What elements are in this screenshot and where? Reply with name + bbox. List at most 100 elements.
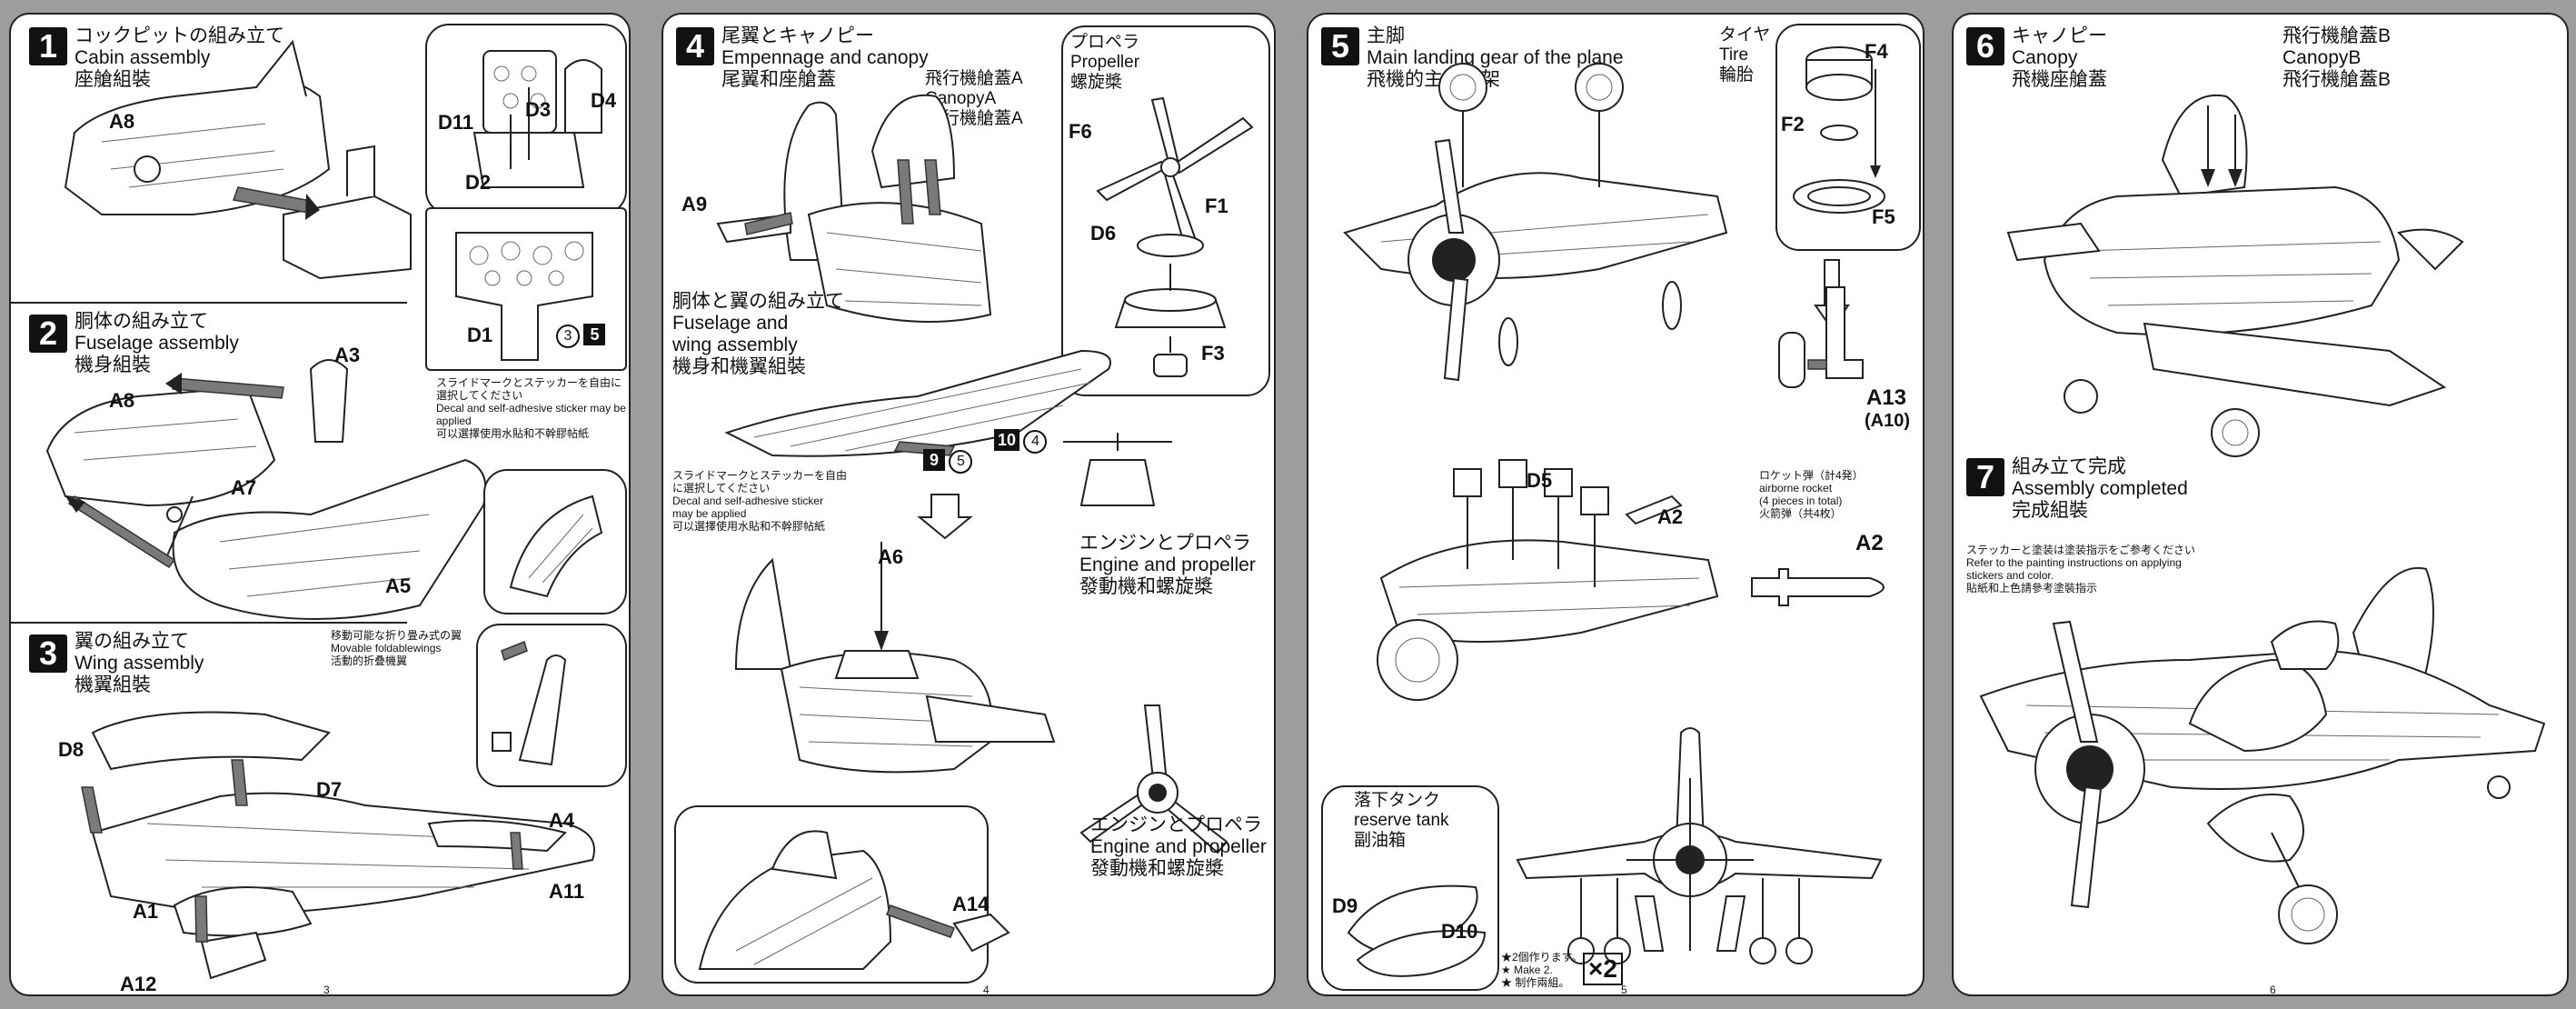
movable-wing-note: 移動可能な折り畳み式の翼 Movable foldablewings 活動的折叠…: [331, 629, 462, 667]
step-7-title-cn: 完成組裝: [2012, 500, 2088, 521]
part-label-f2: F2: [1781, 113, 1805, 135]
step-1-title: コックピットの組み立て Cabin assembly 座艙組裝: [75, 25, 284, 91]
part-label-a10: (A10): [1865, 411, 1911, 431]
part-label-d8: D8: [58, 738, 85, 761]
decal-note-2-cn: 可以選擇使用水貼和不幹膠帖紙: [672, 520, 826, 533]
part-label-a9: A9: [681, 193, 708, 215]
step-number-4: 4: [676, 27, 714, 65]
step-3-title-en: Wing assembly: [75, 653, 204, 674]
step-2-title: 胴体の組み立て Fuselage assembly 機身組裝: [75, 311, 239, 376]
down-arrow-icon: [917, 494, 973, 540]
dashboard-drawing: [455, 232, 593, 361]
make-note-en: ★ Make 2.: [1501, 964, 1553, 976]
a14-detail-drawing: [698, 830, 1010, 970]
front-view-plane-drawing: [1516, 727, 1883, 964]
sticker-note: ステッカーと塗装は塗装指示をご参考ください Refer to the paint…: [1966, 544, 2195, 594]
rocket-drawing: [1751, 568, 1885, 606]
fuselage-wing-en2: wing assembly: [672, 335, 798, 355]
rocket-note: ロケット弾（計4発） airborne rocket (4 pieces in …: [1759, 469, 1864, 520]
step-6-title: キャノピー Canopy 飛機座艙蓋: [2012, 25, 2107, 91]
movable-note-jp: 移動可能な折り畳み式の翼: [331, 629, 462, 642]
part-label-d3: D3: [525, 98, 552, 121]
part-label-f4: F4: [1865, 40, 1888, 63]
page-number-3: 3: [323, 984, 330, 996]
engine-label-2-cn: 發動機和螺旋槳: [1090, 858, 1224, 879]
sticker-note-cn: 貼紙和上色請參考塗裝指示: [1966, 582, 2098, 594]
step-5-title-en: Main landing gear of the plane: [1367, 47, 1624, 68]
engine-label-2: エンジンとプロペラ Engine and propeller 發動機和螺旋槳: [1090, 814, 1267, 880]
ref-box-10: 10: [994, 429, 1019, 451]
part-label-d2: D2: [465, 171, 492, 194]
decal-note: スライドマークとステッカーを自由に選択してください Decal and self…: [436, 376, 627, 440]
step-7-title-en: Assembly completed: [2012, 478, 2188, 499]
step-4-title-jp: 尾翼とキャノピー: [721, 25, 874, 46]
landing-gear-drawing: [1343, 63, 1728, 382]
wing-assembly-drawing: [81, 711, 595, 980]
page-number-4: 4: [983, 984, 990, 996]
ref-circle-5: 5: [949, 450, 973, 474]
part-label-a6: A6: [878, 545, 904, 568]
part-label-a2: A2: [1657, 505, 1684, 528]
part-label-a2b: A2: [1855, 531, 1884, 555]
step-2-title-jp: 胴体の組み立て: [75, 311, 208, 332]
step-3-title-jp: 翼の組み立て: [75, 631, 189, 652]
ref-circle-3: 3: [556, 325, 580, 348]
movable-note-en: Movable foldablewings: [331, 642, 442, 654]
part-label-a13: A13: [1866, 385, 1907, 410]
part-label-a1: A1: [133, 900, 159, 923]
sticker-note-jp: ステッカーと塗装は塗装指示をご参考ください: [1966, 544, 2196, 556]
completed-plane-drawing: [1979, 566, 2546, 944]
separator-2: [11, 622, 407, 624]
sticker-note-en1: Refer to the painting instructions on ap…: [1966, 556, 2182, 569]
propeller-en: Propeller: [1070, 53, 1140, 72]
propeller-label: プロペラ Propeller 螺旋槳: [1070, 33, 1139, 93]
decal-note-2-jp1: スライドマークとステッカーを自由: [672, 469, 848, 482]
callout-propeller: [1061, 25, 1270, 396]
rocket-note-en2: (4 pieces in total): [1759, 495, 1843, 507]
canopy-b-en: CanopyB: [2283, 47, 2362, 68]
decal-note-2-en2: may be applied: [672, 507, 747, 520]
page-number-6: 6: [2270, 984, 2276, 996]
instruction-panel-4: 6 キャノピー Canopy 飛機座艙蓋 飛行機艙蓋B CanopyB 飛行機艙…: [1952, 13, 2569, 996]
step-2-title-en: Fuselage assembly: [75, 333, 239, 354]
canopy-b-cn: 飛行機艙蓋B: [2283, 69, 2392, 90]
times-two-badge: ×2: [1583, 953, 1623, 985]
decal-refs: 3 5: [556, 324, 606, 348]
decal-note-jp: スライドマークとステッカーを自由に選択してください: [436, 376, 622, 402]
instruction-panel-2: 4 尾翼とキャノピー Empennage and canopy 尾翼和座艙蓋 飛…: [661, 13, 1276, 996]
part-label-d9: D9: [1332, 894, 1358, 917]
part-label-f6: F6: [1069, 120, 1092, 143]
step-5-title-jp: 主脚: [1367, 25, 1405, 46]
step-number-5: 5: [1321, 27, 1359, 65]
step-number-3: 3: [29, 634, 67, 673]
step-6-title-jp: キャノピー: [2012, 25, 2107, 46]
step-3-title: 翼の組み立て Wing assembly 機翼組裝: [75, 631, 204, 696]
engine-label-1-en: Engine and propeller: [1079, 554, 1256, 575]
step-7-title: 組み立て完成 Assembly completed 完成組裝: [2012, 456, 2188, 522]
instruction-panel-1: 1 コックピットの組み立て Cabin assembly 座艙組裝 A8 D11…: [9, 13, 631, 996]
fuselage-wing-cn: 機身和機翼組裝: [672, 356, 806, 377]
step-number-7: 7: [1966, 458, 2004, 496]
tire-label: タイヤ Tire 輪胎: [1719, 25, 1770, 85]
make-note: ★2個作ります。 ★ Make 2. ★ 制作兩組。: [1501, 951, 1582, 989]
part-label-a12: A12: [120, 973, 157, 995]
part-label-f1: F1: [1205, 195, 1228, 217]
part-label-f3: F3: [1201, 342, 1225, 365]
part-label-a4: A4: [549, 809, 575, 832]
part-label-a11: A11: [549, 880, 585, 903]
part-label-a14: A14: [952, 893, 990, 915]
decal-note-cn: 可以選擇使用水貼和不幹膠帖紙: [436, 427, 590, 440]
rocket-note-cn: 火箭弹（共4枚）: [1759, 507, 1842, 520]
hook-detail-drawing: [509, 495, 603, 598]
part-label-d10: D10: [1441, 920, 1478, 943]
decal-note-2: スライドマークとステッカーを自由 に選択してください Decal and sel…: [672, 469, 847, 533]
step-4-title-cn: 尾翼和座艙蓋: [721, 69, 836, 90]
step-1-title-cn: 座艙組裝: [75, 69, 151, 90]
rocket-mount-drawing: [1377, 459, 1719, 701]
reserve-tank-jp: 落下タンク: [1354, 791, 1441, 810]
propeller-front-drawing: [1079, 704, 1228, 854]
reserve-tank-en: reserve tank: [1354, 811, 1449, 830]
part-label-a8b: A8: [109, 389, 135, 412]
rocket-note-en1: airborne rocket: [1759, 482, 1833, 495]
empennage-drawing: [716, 94, 992, 323]
